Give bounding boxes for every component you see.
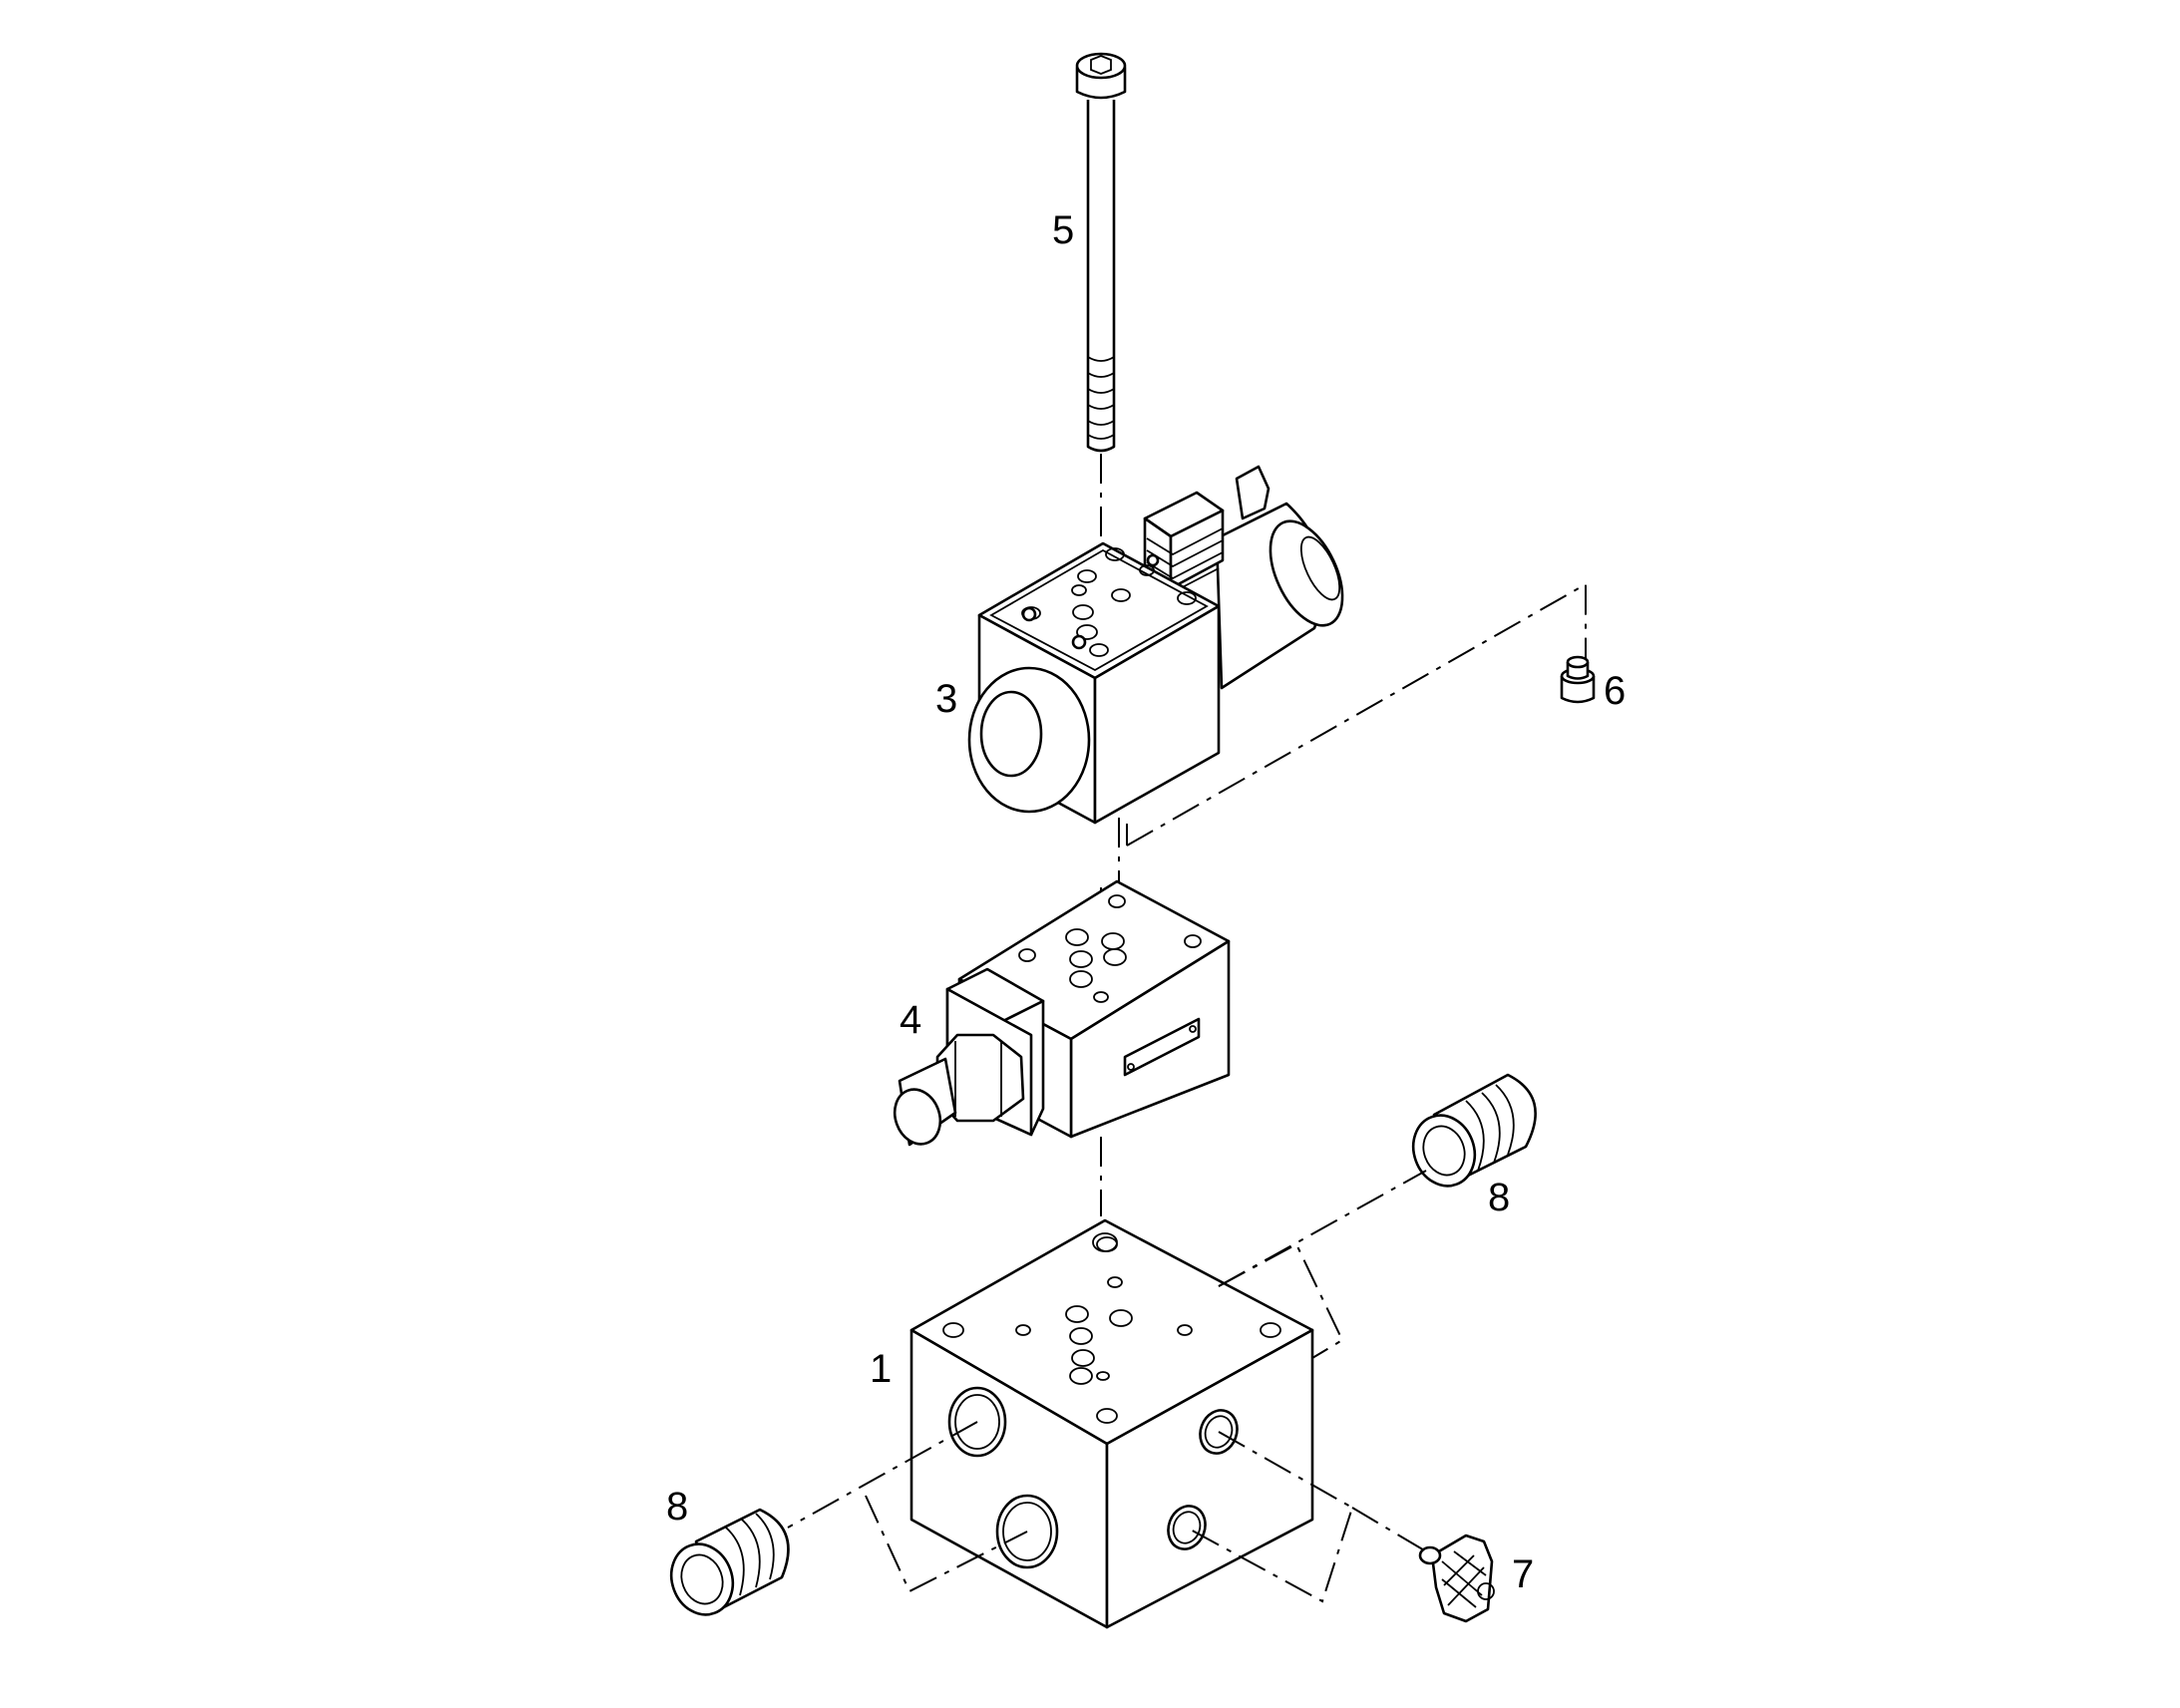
callout-3: 3	[935, 677, 957, 721]
callout-8-upper: 8	[1488, 1176, 1510, 1219]
plug-icon	[1560, 655, 1596, 704]
fitting-icon	[1418, 1534, 1495, 1623]
sandwich-valve-icon	[893, 879, 1231, 1147]
callout-7: 7	[1512, 1552, 1534, 1596]
solenoid-valve-icon	[967, 465, 1344, 825]
leader-lines	[787, 582, 1587, 1603]
callout-8-lower: 8	[666, 1485, 688, 1529]
manifold-block-icon	[909, 1218, 1314, 1629]
callout-1: 1	[870, 1347, 892, 1391]
callout-5: 5	[1052, 208, 1074, 252]
callout-6: 6	[1604, 669, 1626, 713]
threaded-connector-icon	[669, 1508, 790, 1616]
socket-head-bolt-icon	[1075, 52, 1127, 453]
callout-4: 4	[900, 998, 921, 1042]
threaded-connector-icon	[1411, 1073, 1537, 1188]
